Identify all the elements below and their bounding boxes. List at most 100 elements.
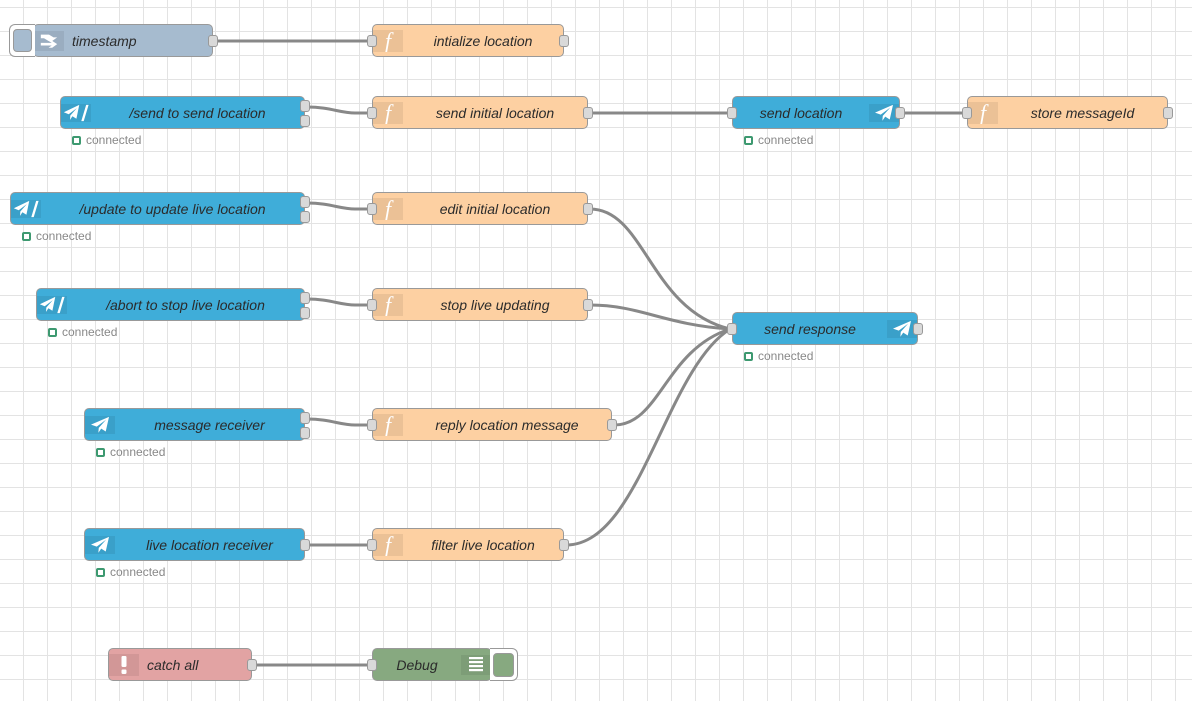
node-timestamp[interactable]: timestamp	[9, 24, 218, 57]
wire-message-receiver-to-reply-location-message[interactable]	[305, 417, 372, 427]
output-port[interactable]	[583, 299, 593, 311]
function-f-icon: f	[968, 101, 998, 124]
svg-text:f: f	[385, 414, 394, 436]
input-port[interactable]	[367, 539, 377, 551]
output-port[interactable]	[559, 539, 569, 551]
status-text: connected	[62, 325, 118, 339]
output-port-2[interactable]	[300, 307, 310, 319]
wire-update-command-to-edit-initial-location[interactable]	[305, 201, 372, 211]
exclamation-icon	[121, 655, 127, 674]
output-port-1[interactable]	[300, 412, 310, 424]
node-update-command[interactable]: /update to update live location	[10, 192, 310, 225]
wire-send-command-to-send-initial-location[interactable]	[305, 105, 372, 115]
node-reply-location-message[interactable]: f reply location message	[367, 408, 617, 441]
telegram-command-icon	[13, 200, 39, 217]
function-f-icon: f	[385, 534, 394, 556]
output-port-1[interactable]	[300, 100, 310, 112]
input-port[interactable]	[367, 299, 377, 311]
node-status-message-receiver: connected	[96, 445, 165, 459]
output-port[interactable]	[895, 107, 905, 119]
node-status-abort-command: connected	[48, 325, 117, 339]
function-f-icon: f	[373, 293, 403, 316]
telegram-command-icon	[61, 103, 91, 122]
input-port[interactable]	[962, 107, 972, 119]
node-label: reply location message	[435, 416, 579, 433]
input-port[interactable]	[367, 203, 377, 215]
output-port[interactable]	[913, 323, 923, 335]
node-intialize-location[interactable]: f intialize location	[367, 24, 569, 57]
wire-abort-command-to-stop-live-updating[interactable]	[305, 297, 372, 307]
node-message-receiver[interactable]: message receiver	[84, 408, 310, 441]
node-body: f reply location message	[373, 409, 611, 440]
node-label: intialize location	[433, 32, 533, 49]
function-f-icon: f	[385, 30, 394, 52]
inject-arrow-icon	[40, 34, 58, 48]
status-text: connected	[86, 133, 142, 147]
node-live-location-receiver[interactable]: live location receiver	[84, 528, 310, 561]
node-send-command[interactable]: /send to send location	[60, 96, 310, 129]
status-square-icon	[96, 447, 105, 457]
status-square-icon	[48, 327, 57, 337]
function-f-icon: f	[373, 197, 403, 220]
node-status-update-command: connected	[22, 229, 91, 243]
input-port[interactable]	[367, 419, 377, 431]
telegram-plane-icon	[91, 536, 109, 553]
output-port[interactable]	[247, 659, 257, 671]
wire-stop-live-updating-to-send-response[interactable]	[588, 303, 732, 331]
input-port[interactable]	[367, 107, 377, 119]
output-port-2[interactable]	[300, 427, 310, 439]
output-port[interactable]	[583, 203, 593, 215]
status-text: connected	[110, 565, 166, 579]
output-port-1[interactable]	[300, 292, 310, 304]
output-port-2[interactable]	[300, 115, 310, 127]
status-text: connected	[758, 133, 814, 147]
status-text: connected	[36, 229, 92, 243]
output-port[interactable]	[583, 107, 593, 119]
input-port[interactable]	[367, 659, 377, 671]
output-port[interactable]	[607, 419, 617, 431]
node-catch-all[interactable]: catch all	[108, 648, 257, 681]
input-port[interactable]	[727, 107, 737, 119]
node-send-location[interactable]: send location	[727, 96, 905, 129]
output-port[interactable]	[1163, 107, 1173, 119]
output-port[interactable]	[300, 539, 310, 551]
node-body: live location receiver	[85, 529, 304, 560]
node-body: /abort to stop live location	[37, 289, 304, 320]
inject-trigger-button[interactable]	[9, 24, 35, 57]
svg-text:f: f	[385, 30, 394, 52]
exclamation-icon	[109, 653, 139, 676]
node-body: timestamp	[34, 25, 212, 56]
input-port[interactable]	[367, 35, 377, 47]
telegram-plane-icon	[887, 319, 917, 338]
telegram-plane-icon	[91, 416, 109, 433]
function-f-icon: f	[373, 101, 403, 124]
output-port[interactable]	[559, 35, 569, 47]
debug-enable-toggle[interactable]	[490, 648, 518, 681]
output-port[interactable]	[208, 35, 218, 47]
output-port-1[interactable]	[300, 196, 310, 208]
node-send-response[interactable]: send response	[727, 312, 923, 345]
node-debug[interactable]: Debug	[367, 648, 518, 681]
function-f-icon: f	[385, 102, 394, 124]
node-label: timestamp	[72, 32, 137, 49]
node-label: send response	[764, 320, 856, 337]
telegram-plane-icon	[85, 535, 115, 554]
function-f-icon: f	[373, 533, 403, 556]
wire-reply-location-message-to-send-response[interactable]	[612, 327, 732, 427]
input-port[interactable]	[727, 323, 737, 335]
function-f-icon: f	[385, 294, 394, 316]
svg-text:f: f	[385, 294, 394, 316]
output-port-2[interactable]	[300, 211, 310, 223]
node-label: catch all	[147, 656, 199, 673]
node-abort-command[interactable]: /abort to stop live location	[36, 288, 310, 321]
node-body: Debug	[373, 649, 491, 680]
wire-edit-initial-location-to-send-response[interactable]	[588, 207, 732, 331]
